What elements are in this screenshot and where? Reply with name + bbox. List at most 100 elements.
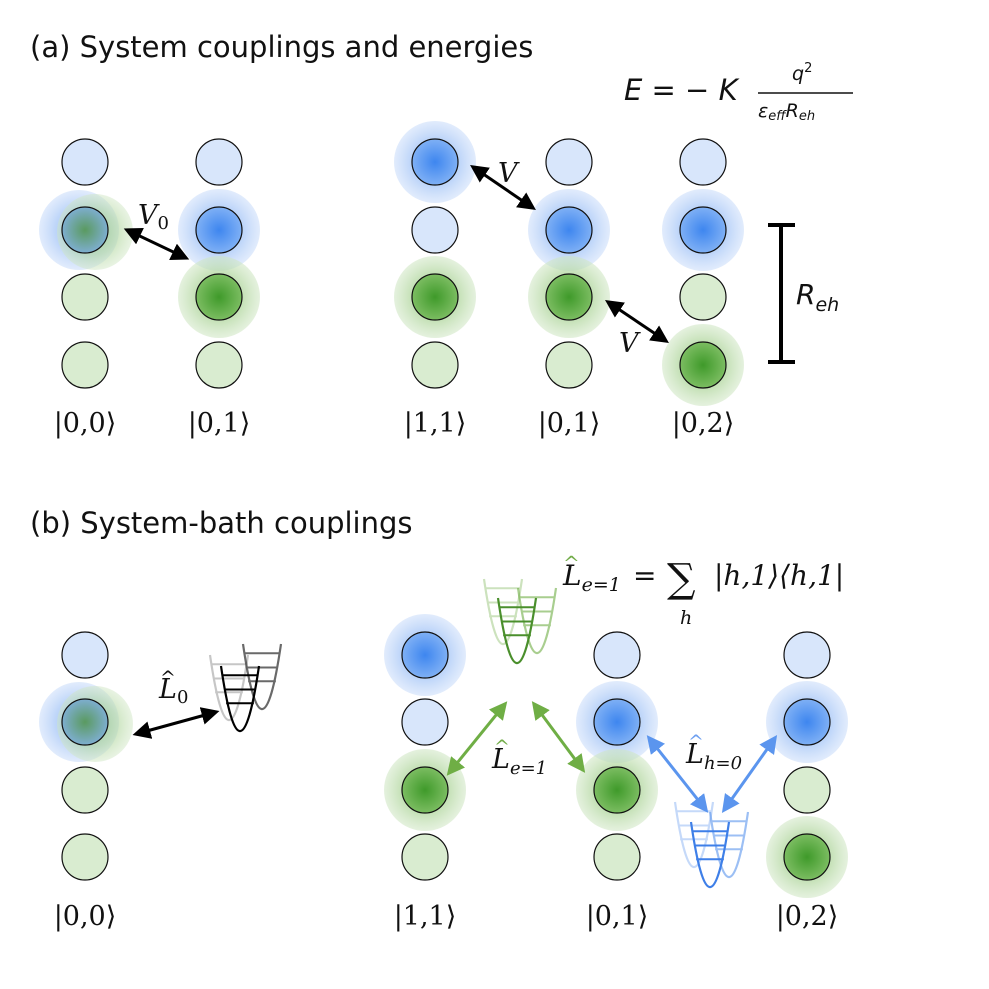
electron-site — [411, 273, 459, 321]
donor-site — [593, 631, 641, 679]
hole-site — [545, 206, 593, 254]
acceptor-site — [61, 766, 109, 814]
bath-coupling-lh0-label: Lh=0 — [685, 739, 742, 774]
coupling-v-label-2: V — [619, 328, 641, 359]
distance-bar — [768, 223, 795, 364]
panel-a-ket-label: |0,2⟩ — [672, 408, 735, 439]
hole-site — [195, 206, 243, 254]
column-0-0-a — [39, 138, 133, 389]
bath-operator-formula: Le=1 ^ = ∑ h |h,1⟩⟨h,1| — [562, 551, 844, 629]
acceptor-site — [61, 341, 109, 389]
bath-oscillator-mid — [241, 643, 283, 711]
panel-b-title: (b) System-bath couplings — [30, 506, 413, 540]
bath-coupling-le1-arrow-right — [531, 701, 586, 773]
bath-coupling-lh0-arrow-left — [646, 735, 709, 813]
column-0-2-b — [766, 631, 848, 898]
distance-label: Reh — [796, 278, 839, 316]
hole-site — [411, 138, 459, 186]
svg-text:E = − K: E = − K — [624, 73, 740, 107]
panel-a-ket-label: |0,1⟩ — [188, 408, 251, 439]
panel-b-ket-label: |0,1⟩ — [586, 901, 649, 932]
bath-coupling-lh0-arrow-right — [721, 735, 778, 813]
column-1-1-a — [394, 121, 476, 389]
donor-site — [195, 138, 243, 186]
svg-text:h: h — [680, 607, 692, 629]
coupling-v-arrow-2 — [605, 299, 669, 344]
svg-text:^: ^ — [160, 667, 176, 689]
column-0-0-b — [39, 631, 133, 881]
hole-bath-front — [689, 821, 731, 889]
acceptor-site — [61, 833, 109, 881]
electron-site — [593, 766, 641, 814]
panel-b-sites — [39, 614, 848, 898]
hole-bath-mid — [708, 811, 750, 879]
donor-site — [545, 138, 593, 186]
energy-formula: E = − K q2 εeffReh — [624, 61, 853, 124]
column-0-2-a — [662, 138, 744, 406]
svg-text:^: ^ — [494, 736, 510, 758]
panel-b-ket-label: |0,0⟩ — [54, 901, 117, 932]
electron-site — [679, 341, 727, 389]
column-0-1-b — [576, 631, 658, 881]
panel-a-title: (a) System couplings and energies — [30, 30, 533, 64]
bath-coupling-le1-label: Le=1 — [491, 744, 547, 779]
hole-site — [401, 631, 449, 679]
svg-text:=: = — [633, 559, 656, 592]
column-0-1-a-right — [528, 138, 610, 389]
panel-a-kets: |0,0⟩ |0,1⟩ |1,1⟩ |0,1⟩ |0,2⟩ — [54, 408, 735, 439]
svg-text:q2: q2 — [792, 61, 812, 85]
svg-text:Le=1: Le=1 — [562, 559, 621, 596]
electron-site — [545, 273, 593, 321]
panel-a-sites — [39, 121, 744, 406]
svg-text:|h,1⟩⟨h,1|: |h,1⟩⟨h,1| — [714, 559, 844, 592]
electron-bath-mid — [516, 587, 558, 655]
donor-site — [61, 138, 109, 186]
electron-bath-front — [496, 597, 538, 665]
coupling-v0-label: V0 — [138, 200, 169, 234]
electron-bath-faint — [482, 578, 524, 646]
electron-site — [783, 833, 831, 881]
bath-oscillators — [208, 578, 750, 889]
column-0-1-a — [178, 138, 260, 389]
donor-site — [401, 698, 449, 746]
panel-b-kets: |0,0⟩ |1,1⟩ |0,1⟩ |0,2⟩ — [54, 901, 839, 932]
donor-site — [783, 631, 831, 679]
hole-site — [679, 206, 727, 254]
svg-text:∑: ∑ — [667, 556, 696, 602]
acceptor-site — [545, 341, 593, 389]
svg-text:εeffReh: εeffReh — [758, 100, 815, 124]
panel-a-ket-label: |1,1⟩ — [404, 408, 467, 439]
exciton-site — [61, 206, 109, 254]
coupling-v-arrow-1 — [470, 164, 536, 211]
donor-site — [411, 206, 459, 254]
electron-site — [401, 766, 449, 814]
bath-oscillator-faint — [208, 654, 250, 722]
acceptor-site — [401, 833, 449, 881]
donor-site — [679, 138, 727, 186]
donor-site — [61, 631, 109, 679]
coupling-v0-arrow — [123, 228, 190, 260]
acceptor-site — [783, 766, 831, 814]
hole-site — [593, 698, 641, 746]
svg-text:^: ^ — [563, 551, 580, 575]
bath-coupling-le1-arrow-left — [446, 701, 508, 776]
panel-a-ket-label: |0,0⟩ — [54, 408, 117, 439]
coupling-v-label-1: V — [498, 158, 520, 189]
acceptor-site — [195, 341, 243, 389]
svg-text:^: ^ — [688, 731, 704, 753]
acceptor-site — [61, 273, 109, 321]
hole-site — [783, 698, 831, 746]
panel-b-ket-label: |0,2⟩ — [776, 901, 839, 932]
bath-oscillator-front — [219, 665, 261, 733]
panel-a-ket-label: |0,1⟩ — [538, 408, 601, 439]
acceptor-site — [679, 273, 727, 321]
panel-b-ket-label: |1,1⟩ — [394, 901, 457, 932]
electron-site — [195, 273, 243, 321]
acceptor-site — [411, 341, 459, 389]
column-1-1-b — [384, 614, 466, 881]
acceptor-site — [593, 833, 641, 881]
exciton-site — [61, 698, 109, 746]
bath-coupling-l0-arrow — [132, 707, 220, 739]
bath-coupling-l0-label: L0 — [158, 674, 188, 708]
